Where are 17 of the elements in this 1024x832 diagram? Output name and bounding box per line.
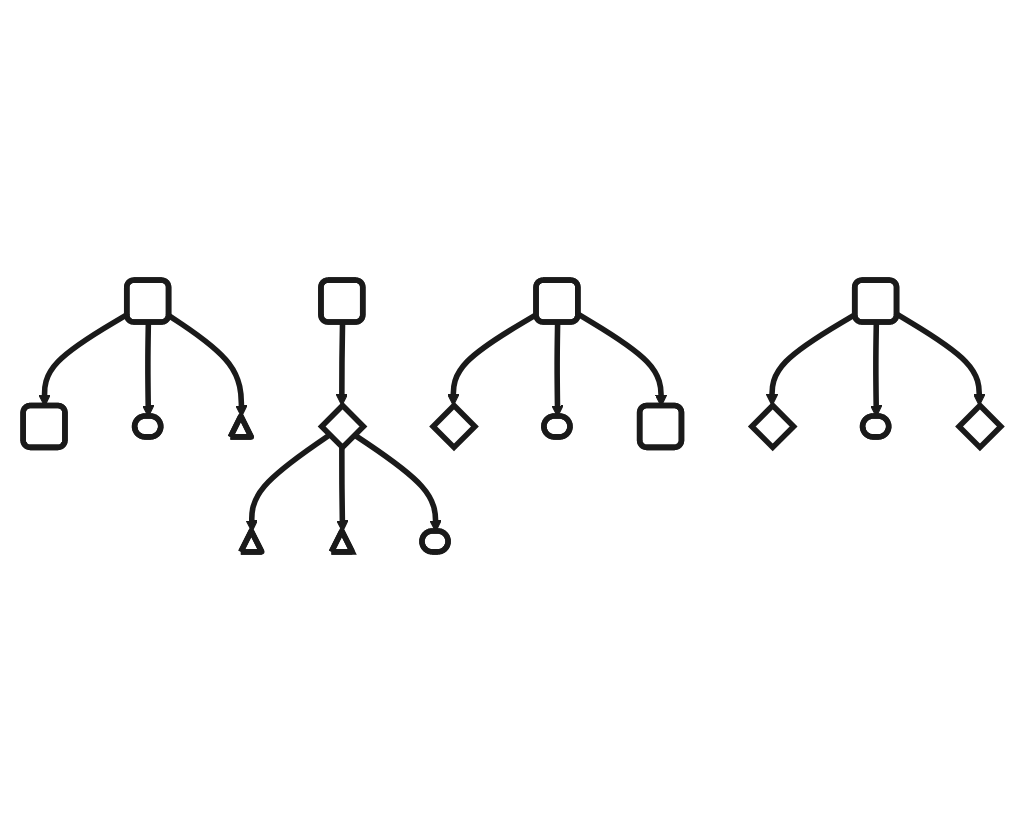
process-box — [533, 277, 581, 325]
process-box — [851, 277, 900, 325]
ellipse-shape — [541, 413, 573, 440]
process-box — [318, 277, 366, 325]
decision-diamond — [317, 401, 368, 452]
decision-diamond — [747, 401, 798, 452]
decision-diamond — [955, 401, 1005, 452]
ellipse-shape — [419, 528, 451, 555]
ellipse-shape — [859, 413, 892, 440]
decision-diamond — [429, 401, 479, 452]
triangle-shape — [227, 413, 255, 440]
process-box — [124, 277, 172, 325]
process-box — [20, 402, 68, 451]
triangle-shape — [328, 528, 356, 555]
process-box — [636, 402, 685, 451]
triangle-shape — [238, 528, 265, 555]
ellipse-shape — [131, 413, 164, 440]
